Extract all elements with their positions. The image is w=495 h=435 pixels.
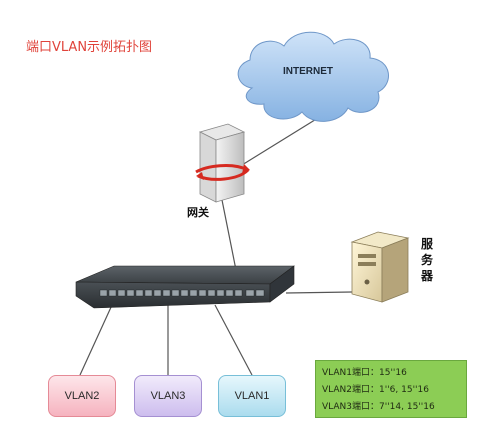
server-icon	[350, 231, 410, 303]
network-switch-icon	[75, 265, 295, 309]
vlan3-port-line: VLAN3端口：7''14, 15''16	[322, 402, 435, 412]
vlan3-node: VLAN3	[134, 375, 202, 417]
vlan1-port-line: VLAN1端口：15''16	[322, 368, 407, 378]
gateway-router-icon	[195, 123, 250, 203]
vlan1-node: VLAN1	[218, 375, 286, 417]
diagram-title: 端口VLAN示例拓扑图	[26, 40, 153, 55]
switch-vlan2-link	[79, 304, 113, 376]
vlan-port-info-box: VLAN1端口：15''16 VLAN2端口：1''6, 15''16 VLAN…	[315, 360, 467, 418]
gateway-label: 网关	[187, 206, 209, 219]
server-label: 服务器	[421, 237, 434, 283]
gateway-switch-link	[221, 199, 237, 271]
internet-label: INTERNET	[283, 66, 333, 77]
switch-server-link	[285, 291, 353, 294]
switch-vlan1-link	[214, 304, 253, 376]
vlan2-port-line: VLAN2端口：1''6, 15''16	[322, 385, 429, 395]
cloud-gateway-link	[241, 117, 319, 166]
vlan2-node: VLAN2	[48, 375, 116, 417]
